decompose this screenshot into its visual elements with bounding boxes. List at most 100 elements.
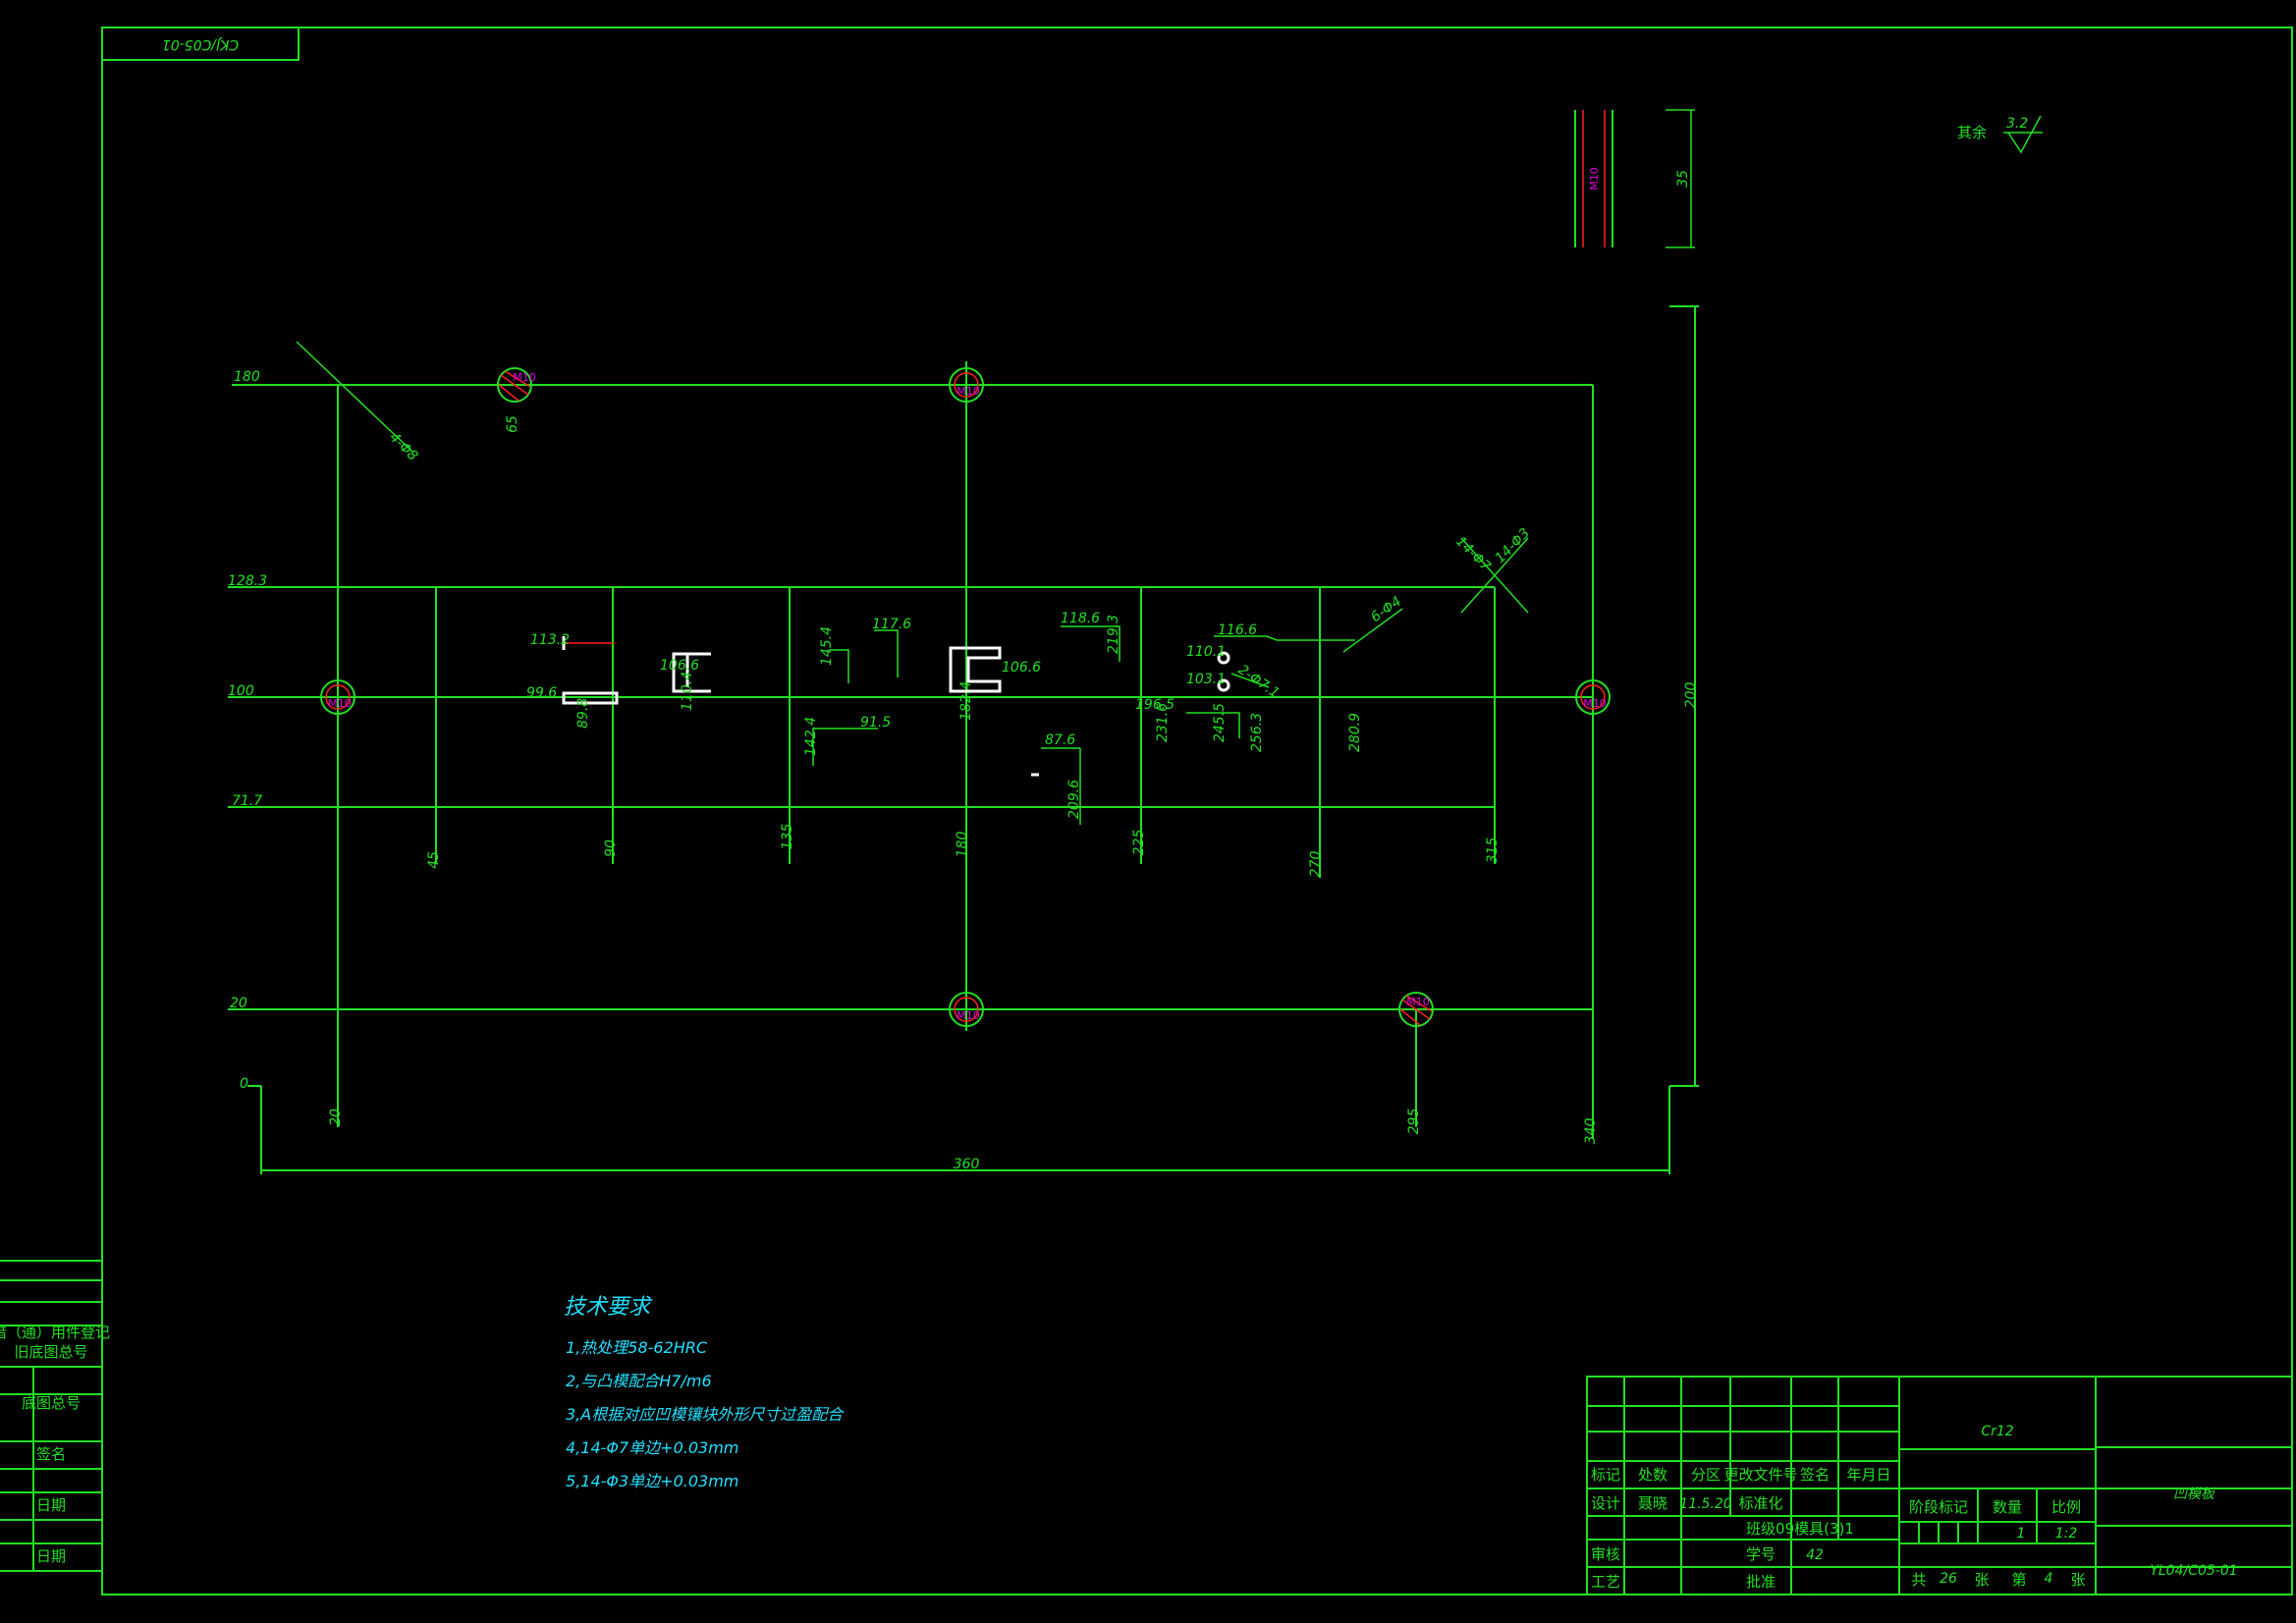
tech-req-item: 1,热处理58-62HRC bbox=[566, 1338, 708, 1357]
thread-size: M10 bbox=[1588, 167, 1601, 190]
pin-hole-hatch bbox=[1399, 995, 1433, 1026]
tb-designer: 聂晓 bbox=[1638, 1494, 1667, 1512]
tb-approve-label: 批准 bbox=[1746, 1573, 1776, 1591]
callout-14-phi3: 14-Φ3 bbox=[1493, 525, 1534, 567]
tb-header: 签名 bbox=[1800, 1466, 1830, 1484]
die-openings bbox=[562, 636, 1230, 777]
side-table-label: 日期 bbox=[36, 1547, 66, 1565]
hole-label: M10 bbox=[513, 371, 536, 384]
tb-sheet-total-suffix: 张 bbox=[1974, 1571, 1989, 1589]
tb-drawing-no: YL04/C05-01 bbox=[2150, 1563, 2237, 1579]
tb-date: 11.5.20 bbox=[1679, 1496, 1732, 1512]
hole-label: M10 bbox=[1406, 996, 1430, 1008]
tb-sheet-total: 26 bbox=[1940, 1571, 1957, 1587]
mirror-number-box bbox=[101, 27, 300, 61]
callout-2-phi7: 2-Φ7.1 bbox=[1235, 662, 1283, 701]
feature-dim: 245.5 bbox=[1212, 703, 1228, 742]
m10-hole bbox=[949, 367, 984, 403]
feature-dim: 280.9 bbox=[1347, 713, 1363, 752]
feature-dim: 219.3 bbox=[1106, 615, 1121, 654]
x-dim-20: 20 bbox=[328, 1109, 344, 1126]
y-dim-20: 20 bbox=[230, 996, 247, 1011]
tb-header: 更改文件号 bbox=[1723, 1466, 1797, 1484]
feature-dim: 110.1 bbox=[1186, 644, 1226, 660]
feature-dim: 209.6 bbox=[1066, 780, 1082, 819]
thread-section-view: M10 35 bbox=[1574, 109, 1695, 248]
tb-process-label: 工艺 bbox=[1591, 1573, 1620, 1591]
tb-sheet-no-suffix: 张 bbox=[2070, 1571, 2085, 1589]
hole-label: M10 bbox=[957, 385, 980, 398]
callout-4-phi8: 4-Φ8 bbox=[386, 430, 420, 464]
tb-scale: 1:2 bbox=[2055, 1526, 2078, 1542]
small-hole bbox=[1217, 651, 1230, 665]
feature-dim: 106.6 bbox=[660, 658, 699, 674]
surface-finish-label: 其余 bbox=[1957, 124, 1987, 141]
overall-height: 200 bbox=[1683, 682, 1699, 709]
overall-width: 360 bbox=[954, 1157, 980, 1172]
feature-dim: 113.2 bbox=[530, 632, 570, 648]
m10-thread bbox=[325, 684, 351, 710]
x-dim-45: 45 bbox=[426, 851, 442, 869]
hole-label: M10 bbox=[957, 1009, 980, 1022]
dim-65: 65 bbox=[505, 415, 520, 433]
tb-material: Cr12 bbox=[1981, 1424, 2013, 1439]
tb-stage-label: 阶段标记 bbox=[1909, 1498, 1968, 1516]
tech-req-title: 技术要求 bbox=[564, 1295, 653, 1320]
surface-finish-value: 3.2 bbox=[2006, 116, 2028, 132]
feature-dim: 117.6 bbox=[872, 617, 911, 632]
pin-hole bbox=[497, 367, 532, 403]
side-table-label: 借（通）用件登记 bbox=[0, 1324, 110, 1341]
m10-hole bbox=[949, 992, 984, 1027]
feature-dim: 110.4 bbox=[680, 672, 695, 711]
surface-finish-symbol bbox=[2003, 115, 2043, 154]
feature-dim: 142.4 bbox=[803, 717, 819, 756]
dimension-leaders bbox=[812, 625, 1355, 825]
y-dim-0: 0 bbox=[240, 1076, 248, 1092]
side-table-label: 旧底图总号 bbox=[14, 1343, 87, 1361]
hole-label: M10 bbox=[1583, 697, 1607, 710]
tb-review-label: 审核 bbox=[1591, 1545, 1620, 1563]
tb-qty: 1 bbox=[2017, 1526, 2026, 1542]
tech-req-item: 4,14-Φ7单边+0.03mm bbox=[566, 1438, 738, 1457]
feature-dim: 145.4 bbox=[819, 626, 835, 666]
side-table-label: 底图总号 bbox=[22, 1394, 81, 1412]
feature-dim: 99.6 bbox=[526, 685, 557, 701]
feature-dim: 182.4 bbox=[958, 681, 974, 721]
x-dim-90: 90 bbox=[603, 839, 619, 857]
feature-dim: 89.8 bbox=[575, 698, 591, 729]
tech-req-item: 2,与凸模配合H7/m6 bbox=[566, 1372, 712, 1390]
tb-student-no: 42 bbox=[1806, 1547, 1824, 1563]
tech-req-item: 5,14-Φ3单边+0.03mm bbox=[566, 1472, 738, 1490]
m10-hole bbox=[1575, 679, 1611, 715]
tb-header: 处数 bbox=[1638, 1466, 1667, 1484]
mirror-drawing-number: CKJ/C05-01 bbox=[162, 36, 239, 52]
side-table-label: 日期 bbox=[36, 1496, 66, 1514]
hole-label: M10 bbox=[328, 697, 352, 710]
slot-opening bbox=[562, 691, 619, 705]
c-opening-large bbox=[949, 646, 1002, 693]
side-table-label: 签名 bbox=[36, 1445, 66, 1463]
feature-dim: 103.1 bbox=[1186, 672, 1226, 687]
y-dim-180: 180 bbox=[234, 369, 260, 385]
x-dim-270: 270 bbox=[1308, 851, 1324, 878]
small-hole bbox=[1217, 678, 1230, 692]
tb-student-no-label: 学号 bbox=[1746, 1545, 1776, 1563]
m10-hole bbox=[320, 679, 355, 715]
pin-hole bbox=[1398, 992, 1434, 1027]
x-dim-315: 315 bbox=[1485, 838, 1501, 864]
tb-qty-label: 数量 bbox=[1993, 1498, 2022, 1516]
feature-dim: 118.6 bbox=[1061, 611, 1100, 626]
title-block: 标记 处数 分区 更改文件号 签名 年月日 设计 聂晓 11.5.20 标准化 … bbox=[1586, 1376, 2293, 1596]
m10-thread bbox=[954, 997, 979, 1022]
feature-dim: 87.6 bbox=[1045, 732, 1075, 748]
mounting-holes: M10 M10 M10 M10 M10 M10 bbox=[320, 367, 1611, 1027]
tech-req-item: 3,A根据对应凹模镶块外形尺寸过盈配合 bbox=[566, 1405, 845, 1424]
tb-sheet-no-prefix: 第 bbox=[2011, 1571, 2026, 1589]
x-dim-340: 340 bbox=[1583, 1118, 1599, 1145]
feature-dim: 91.5 bbox=[860, 715, 891, 730]
y-dim-128: 128.3 bbox=[228, 573, 267, 589]
x-dim-135: 135 bbox=[780, 824, 795, 850]
pin-hole-hatch bbox=[498, 370, 531, 402]
feature-dim: 116.6 bbox=[1218, 622, 1257, 638]
